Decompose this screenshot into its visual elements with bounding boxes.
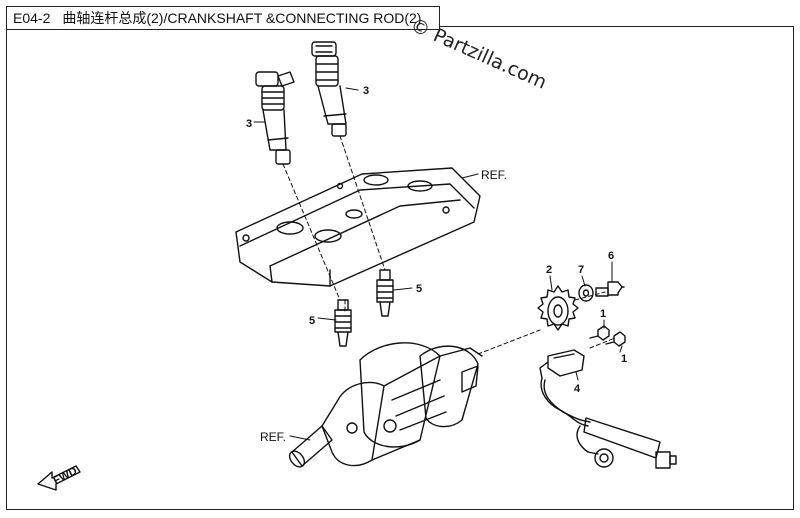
callout-coil-right: 3 bbox=[363, 85, 369, 97]
callout-washer: 7 bbox=[578, 264, 584, 276]
flange-bolt bbox=[595, 281, 625, 297]
diagram-code: E04-2 bbox=[13, 10, 51, 26]
fwd-badge-text: FWD bbox=[51, 465, 79, 487]
ignition-coil-left bbox=[255, 71, 295, 165]
callout-cover-ref: REF. bbox=[481, 168, 507, 182]
spark-plug-right bbox=[376, 269, 394, 317]
washer bbox=[578, 284, 594, 302]
callout-crank-ref: REF. bbox=[260, 430, 286, 444]
screw-lower bbox=[605, 331, 626, 347]
valve-cover bbox=[235, 167, 481, 287]
callout-screw-upper: 1 bbox=[600, 308, 606, 320]
forward-arrow-icon bbox=[37, 465, 81, 491]
callout-plug-left: 5 bbox=[309, 315, 315, 327]
callout-bolt: 6 bbox=[608, 250, 614, 262]
sprocket bbox=[537, 285, 579, 331]
leader-lines bbox=[253, 87, 623, 441]
callout-plug-right: 5 bbox=[416, 283, 422, 295]
callout-screw-lower: 1 bbox=[621, 353, 627, 365]
crank-position-sensor bbox=[539, 349, 677, 469]
diagram-title: E04-2 曲轴连杆总成(2)/CRANKSHAFT &CONNECTING R… bbox=[6, 6, 441, 30]
callout-coil-left: 3 bbox=[246, 118, 252, 130]
ignition-coil-right bbox=[311, 41, 347, 137]
crankshaft bbox=[288, 342, 483, 468]
callout-sprocket: 2 bbox=[546, 264, 552, 276]
screw-upper bbox=[589, 325, 610, 341]
callout-sensor: 4 bbox=[574, 383, 581, 395]
diagram-title-text: 曲轴连杆总成(2)/CRANKSHAFT &CONNECTING ROD(2) bbox=[62, 10, 422, 26]
spark-plug-left bbox=[334, 299, 352, 347]
